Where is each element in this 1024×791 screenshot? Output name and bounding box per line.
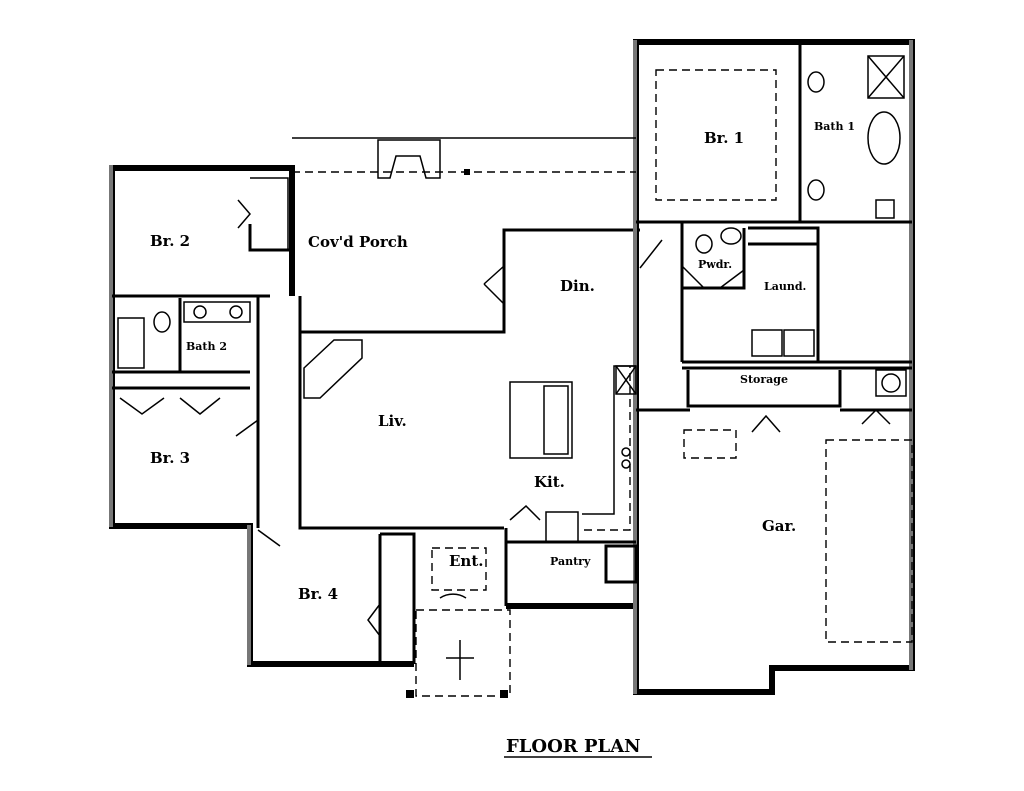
entry-porch bbox=[406, 547, 511, 698]
room-label-br2: Br. 2 bbox=[150, 232, 190, 250]
room-labels: Br. 1 Bath 1 Br. 2 Cov'd Porch Din. Pwdr… bbox=[150, 120, 855, 603]
interior-walls bbox=[112, 42, 912, 664]
room-label-storage: Storage bbox=[740, 373, 788, 386]
room-label-bath1: Bath 1 bbox=[814, 120, 855, 133]
room-label-bath2: Bath 2 bbox=[186, 340, 227, 353]
room-label-laund: Laund. bbox=[764, 280, 806, 293]
covered-porch-outline bbox=[292, 137, 636, 179]
room-label-br3: Br. 3 bbox=[150, 449, 190, 467]
plan-title: FLOOR PLAN bbox=[506, 736, 641, 757]
room-label-gar: Gar. bbox=[762, 517, 796, 535]
room-label-kit: Kit. bbox=[534, 473, 565, 491]
room-label-ent: Ent. bbox=[449, 552, 484, 570]
room-label-liv: Liv. bbox=[378, 412, 407, 430]
room-label-br1: Br. 1 bbox=[704, 129, 744, 147]
door-swings bbox=[235, 199, 891, 637]
room-label-pwdr: Pwdr. bbox=[698, 258, 732, 271]
room-label-din: Din. bbox=[560, 277, 595, 295]
room-label-br4: Br. 4 bbox=[298, 585, 338, 603]
room-label-covd-porch: Cov'd Porch bbox=[308, 233, 408, 251]
room-label-pantry: Pantry bbox=[550, 555, 591, 568]
fixtures bbox=[117, 55, 913, 643]
